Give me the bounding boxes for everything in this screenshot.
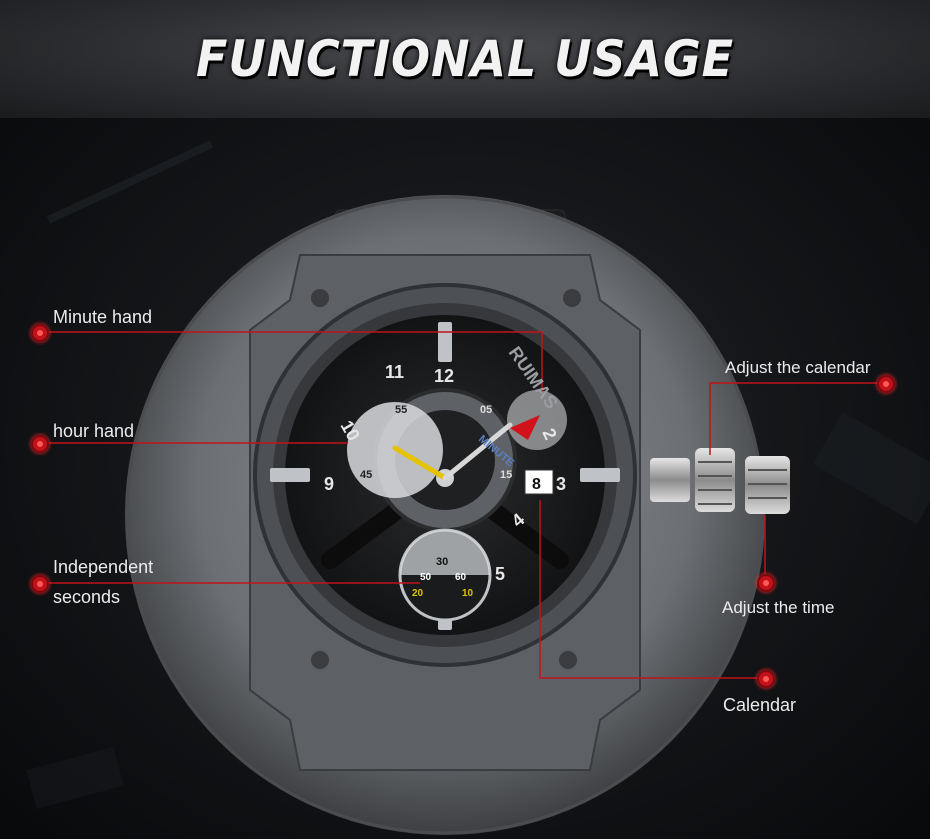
adjust-calendar-label: Adjust the calendar [725,358,871,377]
crowns [650,448,790,514]
seconds-subdial-30: 30 [436,556,448,568]
calendar-dot [757,670,775,688]
minute-subdial-55: 55 [395,404,407,416]
seconds-dot [31,575,49,593]
page-title: FUNCTIONAL USAGE [195,30,735,88]
independent-seconds-label-2: seconds [53,587,121,607]
adjust-time-dot [757,574,775,592]
header-banner: FUNCTIONAL USAGE [0,0,930,120]
minute-subdial-05: 05 [480,404,492,416]
callout-line-adjust-calendar [709,382,884,455]
seconds-subdial-50: 50 [420,572,432,583]
hour-hand-dot [31,435,49,453]
adjust-time-label: Adjust the time [722,598,835,617]
hour-marker-12: 12 [434,366,454,386]
hour-hand [392,445,448,481]
date-window-value: 8 [532,476,541,493]
minute-subdial-45: 45 [360,469,372,481]
seconds-subdial-10: 10 [462,588,474,599]
date-window-box [524,469,554,495]
hour-marker-9: 9 [324,474,334,494]
callout-line-calendar [539,500,765,679]
independent-seconds-label-1: Independent [53,557,154,577]
seconds-subdial-60: 60 [455,572,467,583]
minute-hand-label: Minute hand [53,307,153,327]
calendar-label: Calendar [723,695,797,715]
minute-hand [442,422,513,481]
adjust-calendar-dot [877,375,895,393]
callout-line-minute [40,331,543,395]
hour-marker-5: 5 [495,564,505,584]
seconds-subdial-20: 20 [412,588,424,599]
hour-marker-3: 3 [556,474,566,494]
minute-subdial-15: 15 [500,469,512,481]
hour-marker-11: 11 [385,362,404,382]
minute-hand-dot [31,324,49,342]
hour-hand-label: hour hand [53,421,135,441]
